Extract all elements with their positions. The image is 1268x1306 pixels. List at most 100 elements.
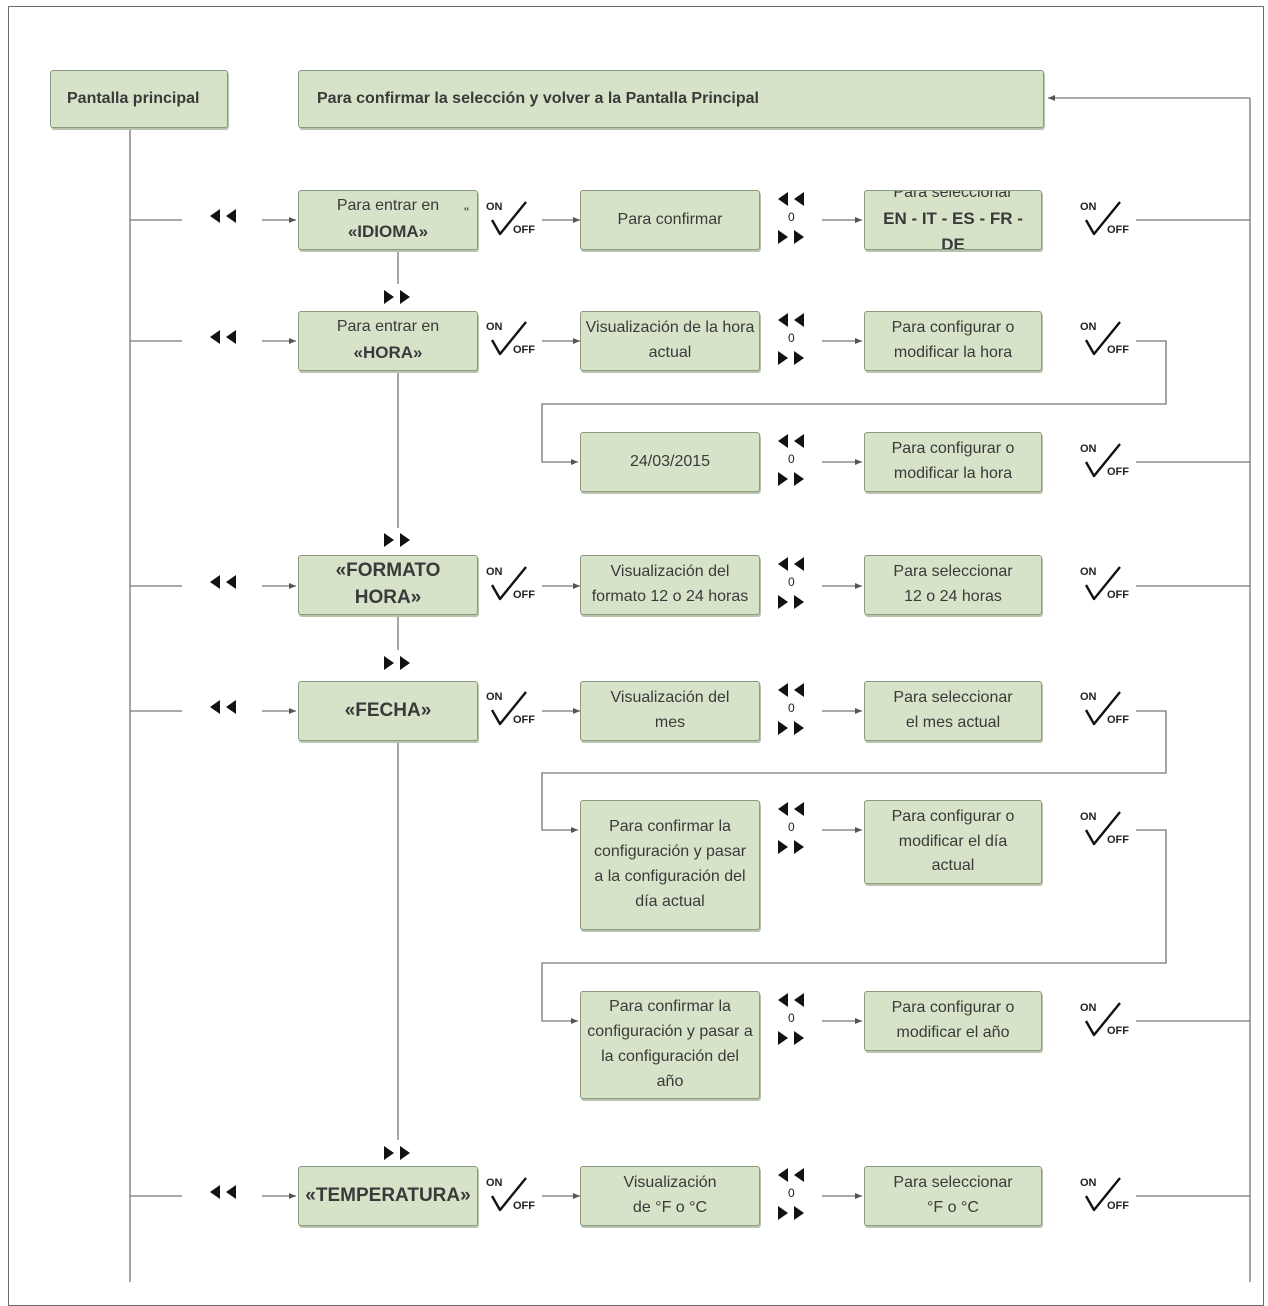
double-right-arrow-icon bbox=[778, 1031, 804, 1045]
on-label: ON bbox=[486, 1177, 503, 1189]
on-off-toggle: ON OFF bbox=[1080, 565, 1132, 605]
fecha-set-day-text: Para configurar o modificar el día actua… bbox=[891, 807, 1015, 875]
double-left-arrow-icon bbox=[778, 993, 804, 1007]
temperatura-view-line2: de °F o °C bbox=[632, 1199, 708, 1216]
check-icon bbox=[490, 321, 527, 356]
off-label: OFF bbox=[1107, 1200, 1129, 1212]
fecha-confirm-day-text: Para confirmar la configuración y pasar … bbox=[593, 818, 747, 910]
hora-set-line1: Para configurar o bbox=[891, 319, 1015, 337]
double-right-arrow bbox=[380, 654, 416, 677]
hora-set-line2: modificar la hora bbox=[893, 344, 1013, 361]
on-label: ON bbox=[486, 201, 503, 213]
or-label: 0 bbox=[788, 1011, 795, 1025]
hora-enter-box: Para entrar en «HORA» bbox=[298, 311, 478, 371]
main-screen-label: Pantalla principal bbox=[67, 89, 200, 107]
check-icon bbox=[1084, 201, 1121, 236]
or-label: 0 bbox=[788, 701, 795, 715]
formato-select-line1: Para seleccionar bbox=[893, 563, 1013, 581]
confirm-return-box: Para confirmar la selección y volver a l… bbox=[298, 70, 1044, 128]
idioma-enter-box: Para entrar en «IDIOMA» bbox=[298, 190, 478, 250]
idioma-enter-text: Para entrar en bbox=[336, 197, 440, 215]
off-label: OFF bbox=[1107, 714, 1129, 726]
double-left-arrow-icon bbox=[778, 192, 804, 206]
temperatura-name: «TEMPERATURA» bbox=[305, 1184, 471, 1206]
on-label: ON bbox=[1080, 321, 1097, 333]
check-icon bbox=[1084, 443, 1121, 478]
fecha-select-box: Para seleccionar el mes actual bbox=[864, 681, 1042, 741]
off-label: OFF bbox=[1107, 224, 1129, 236]
temperatura-select-line2: °F o °C bbox=[927, 1199, 979, 1216]
or-label: 0 bbox=[788, 820, 795, 834]
off-label: OFF bbox=[513, 714, 535, 726]
nav-arrows: 0 bbox=[774, 190, 814, 246]
double-left-arrow-icon bbox=[778, 313, 804, 327]
fecha-set-year-line2: modificar el año bbox=[896, 1024, 1010, 1041]
check-icon bbox=[1084, 1002, 1121, 1037]
fecha-view-line1: Visualización del bbox=[610, 689, 730, 707]
off-label: OFF bbox=[1107, 466, 1129, 478]
on-label: ON bbox=[1080, 691, 1097, 703]
nav-arrows: 0 bbox=[774, 991, 814, 1047]
main-screen-box: Pantalla principal bbox=[50, 70, 228, 128]
off-label: OFF bbox=[513, 344, 535, 356]
hora-name: «HORA» bbox=[353, 343, 423, 363]
formato-view-line2: formato 12 o 24 horas bbox=[591, 588, 749, 605]
temperatura-box: «TEMPERATURA» bbox=[298, 1166, 478, 1226]
hora-set2-line2: modificar la hora bbox=[893, 465, 1013, 482]
hora-view-box: Visualización de la hora actual bbox=[580, 311, 760, 371]
hora-set-box: Para configurar o modificar la hora bbox=[864, 311, 1042, 371]
formato-view-line1: Visualización del bbox=[610, 563, 730, 581]
off-label: OFF bbox=[1107, 589, 1129, 601]
fecha-set-day-box: Para configurar o modificar el día actua… bbox=[864, 800, 1042, 884]
double-right-arrow bbox=[380, 531, 416, 554]
off-label: OFF bbox=[1107, 834, 1129, 846]
check-icon bbox=[1084, 691, 1121, 726]
idioma-select-value: EN - IT - ES - FR - DE bbox=[883, 209, 1023, 250]
double-left-arrow bbox=[206, 328, 242, 351]
or-label: 0 bbox=[788, 575, 795, 589]
quote-mark: " bbox=[464, 204, 469, 220]
idioma-confirm-box: Para confirmar bbox=[580, 190, 760, 250]
fecha-set-year-line1: Para configurar o bbox=[891, 999, 1015, 1017]
fecha-confirm-year-text: Para confirmar la configuración y pasar … bbox=[587, 998, 753, 1090]
temperatura-select-box: Para seleccionar °F o °C bbox=[864, 1166, 1042, 1226]
double-right-arrow bbox=[380, 288, 416, 311]
double-left-arrow-icon bbox=[778, 1168, 804, 1182]
double-right-arrow bbox=[380, 1144, 416, 1167]
date-value: 24/03/2015 bbox=[629, 452, 711, 470]
double-left-arrow-icon bbox=[778, 434, 804, 448]
double-right-arrow-icon bbox=[778, 595, 804, 609]
or-label: 0 bbox=[788, 331, 795, 345]
fecha-view-line2: mes bbox=[654, 714, 686, 731]
double-right-arrow-icon bbox=[778, 351, 804, 365]
off-label: OFF bbox=[513, 1200, 535, 1212]
on-label: ON bbox=[1080, 566, 1097, 578]
fecha-select-line1: Para seleccionar bbox=[893, 689, 1013, 707]
or-label: 0 bbox=[788, 210, 795, 224]
fecha-confirm-day-box: Para confirmar la configuración y pasar … bbox=[580, 800, 760, 930]
hora-view-line2: actual bbox=[648, 344, 692, 361]
idioma-select-box: Para seleccionar EN - IT - ES - FR - DE bbox=[864, 190, 1042, 250]
off-label: OFF bbox=[1107, 1025, 1129, 1037]
double-left-arrow-icon bbox=[778, 557, 804, 571]
formato-box: «FORMATO HORA» bbox=[298, 555, 478, 615]
fecha-set-year-box: Para configurar o modificar el año bbox=[864, 991, 1042, 1051]
check-icon bbox=[1084, 566, 1121, 601]
temperatura-view-box: Visualización de °F o °C bbox=[580, 1166, 760, 1226]
double-right-arrow-icon bbox=[778, 1206, 804, 1220]
hora-view-line1: Visualización de la hora bbox=[585, 319, 755, 337]
or-label: 0 bbox=[788, 1186, 795, 1200]
off-label: OFF bbox=[513, 224, 535, 236]
on-label: ON bbox=[486, 566, 503, 578]
hora-set2-box: Para configurar o modificar la hora bbox=[864, 432, 1042, 492]
on-label: ON bbox=[486, 321, 503, 333]
double-right-arrow-icon bbox=[778, 840, 804, 854]
date-value-box: 24/03/2015 bbox=[580, 432, 760, 492]
nav-arrows: 0 bbox=[774, 800, 814, 856]
